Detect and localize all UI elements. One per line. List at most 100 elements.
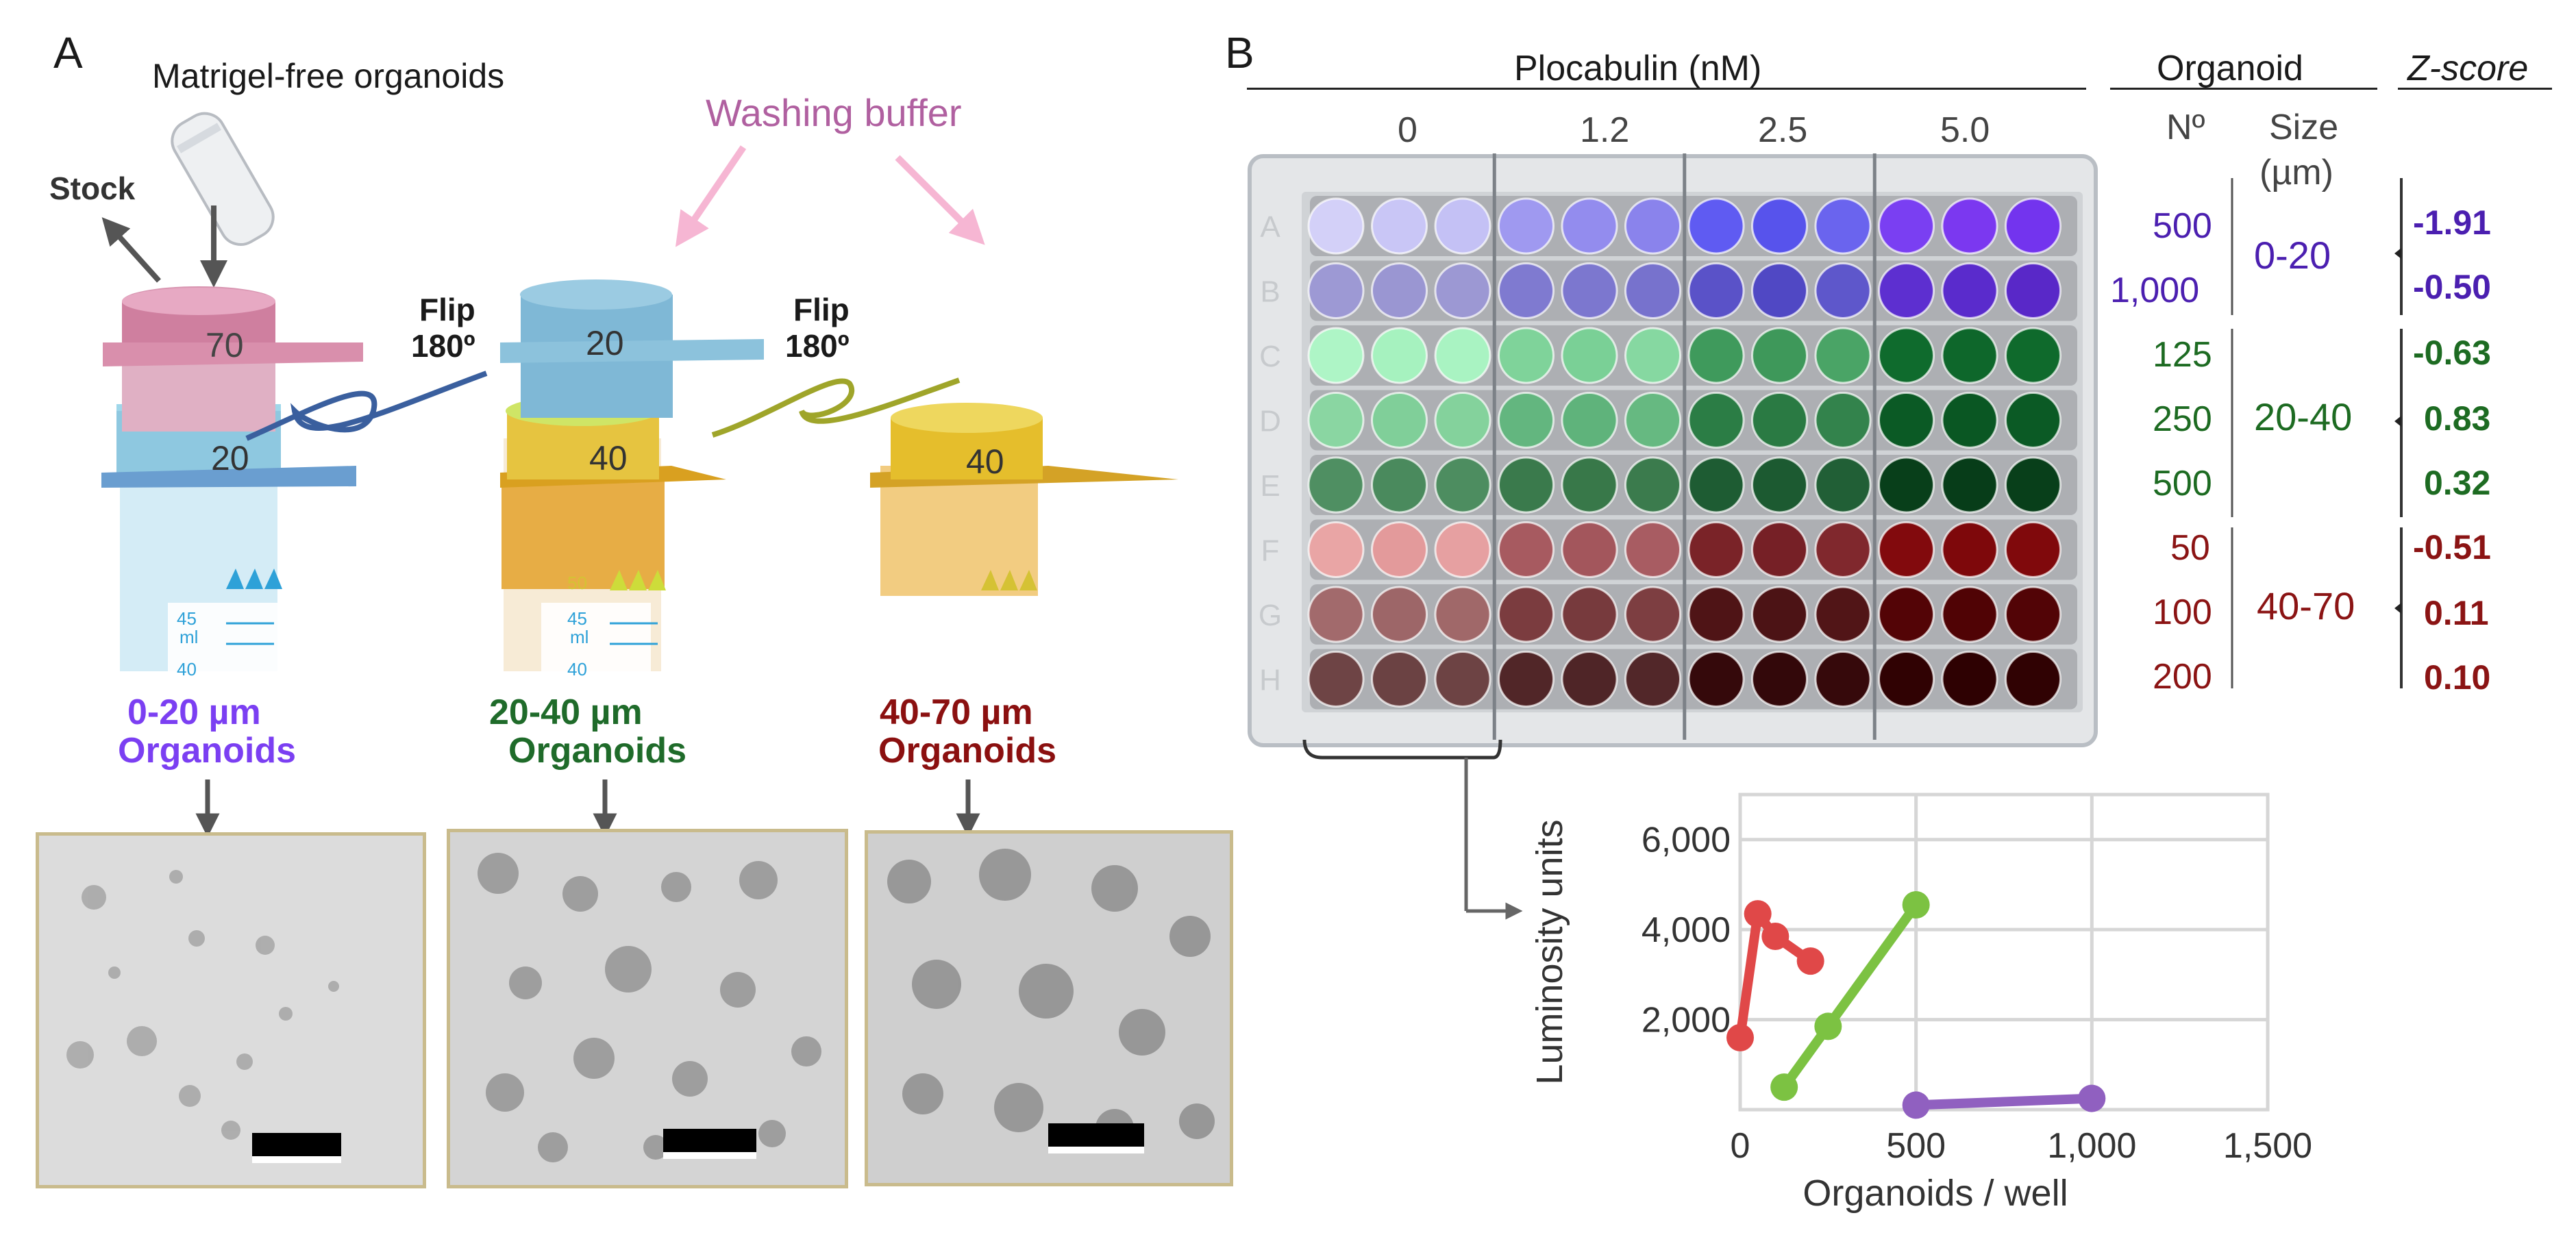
header-rule-zscore [2398,88,2552,90]
well-F9 [1814,521,1872,578]
y-axis-label: Luminosity units [1535,819,1570,1084]
fraction-0-20-size: 0-20 µm [127,692,261,732]
well-B10 [1878,262,1935,319]
zscore-40-70-c: 0.10 [2424,658,2491,697]
well-C5 [1561,327,1618,384]
micrograph-0-20 [36,832,426,1188]
tube-mark-40a: 40 [177,659,197,679]
fraction-40-70-label: Organoids [878,731,1057,771]
micrograph-20-40 [447,829,848,1188]
well-H1 [1307,651,1365,708]
well-H9 [1814,651,1872,708]
well-E10 [1878,456,1935,514]
well-D8 [1751,392,1808,449]
count-20-40-500: 500 [2153,464,2212,503]
well-E6 [1624,456,1681,514]
well-A8 [1751,197,1808,255]
fraction-20-40-label: Organoids [508,731,687,771]
well-E5 [1561,456,1618,514]
well-E4 [1498,456,1555,514]
well-E8 [1751,456,1808,514]
well-B7 [1687,262,1745,319]
tube-mark-45a: 45 [177,608,197,629]
well-D3 [1434,392,1491,449]
panel-b-label: B [1225,28,1254,77]
strainer-label-20a: 20 [211,439,249,477]
strainer-stack-1 [101,286,488,671]
well-H11 [1941,651,1998,708]
well-A2 [1371,197,1428,255]
well-C1 [1307,327,1365,384]
header-rule-organoid [2110,88,2377,90]
zscore-0-20-a: -1.91 [2413,203,2491,242]
tube-mark-45b: 45 [567,608,587,629]
well-C10 [1878,327,1935,384]
well-F4 [1498,521,1555,578]
data-point [1770,1073,1798,1101]
well-E12 [2005,456,2061,514]
strainer-label-40a: 40 [589,439,628,477]
strainer-stack-2 [500,279,961,671]
well-G6 [1624,586,1681,643]
scale-bar-2 [663,1129,756,1159]
data-point [1761,923,1789,950]
series-line-2 [1911,1093,2097,1110]
well-G7 [1687,586,1745,643]
well-F11 [1941,521,1998,578]
well-A10 [1878,197,1935,255]
data-point [1902,1091,1930,1119]
well-F1 [1307,521,1365,578]
fraction-20-40-size: 20-40 µm [489,692,643,732]
zscore-20-40-a: -0.63 [2413,334,2491,372]
row-letter-F: F [1261,534,1280,568]
data-point [1796,947,1824,975]
well-B3 [1434,262,1491,319]
dose-1-2: 1.2 [1580,110,1630,150]
y-tick-label: 2,000 [1642,1001,1731,1040]
well-F10 [1878,521,1935,578]
well-F2 [1371,521,1428,578]
well-H3 [1434,651,1491,708]
well-H6 [1624,651,1681,708]
strainer-label-70: 70 [206,326,244,364]
panel-a-title: Matrigel-free organoids [152,57,505,95]
panel-a-label: A [53,28,83,77]
well-D5 [1561,392,1618,449]
tube-mark-ml-a: ml [179,627,199,647]
well-B8 [1751,262,1808,319]
well-A5 [1561,197,1618,255]
count-20-40-125: 125 [2153,335,2212,375]
y-tick-label: 4,000 [1642,910,1731,950]
zscore-0-20-b: -0.50 [2413,268,2491,306]
y-tick-label: 6,000 [1642,821,1731,860]
row-letter-B: B [1260,275,1280,309]
well-D7 [1687,392,1745,449]
well-D1 [1307,392,1365,449]
well-H4 [1498,651,1555,708]
well-F5 [1561,521,1618,578]
well-D10 [1878,392,1935,449]
well-B9 [1814,262,1872,319]
organoid-header: Organoid [2157,49,2303,88]
well-B4 [1498,262,1555,319]
well-A4 [1498,197,1555,255]
chart-plot-area [1738,793,2270,1112]
size-group-40-70: 40-70 [2257,584,2355,627]
count-40-70-50: 50 [2170,528,2210,568]
group-brackets [2231,178,2403,688]
plate-to-chart-connector [1302,739,1523,920]
well-F12 [2005,521,2061,578]
well-A9 [1814,197,1872,255]
data-point [1726,1023,1754,1051]
well-G3 [1434,586,1491,643]
strainer-label-20b: 20 [586,324,624,362]
data-point [2078,1084,2106,1112]
well-H10 [1878,651,1935,708]
well-D6 [1624,392,1681,449]
well-B12 [2005,262,2061,319]
data-point [1744,900,1772,928]
count-40-70-100: 100 [2153,592,2212,632]
well-E11 [1941,456,1998,514]
well-F7 [1687,521,1745,578]
